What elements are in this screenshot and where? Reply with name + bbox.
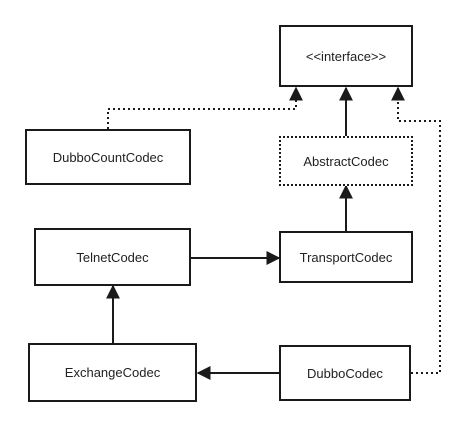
dubbo-count-codec-node: DubboCountCodec <box>25 129 191 185</box>
abstract-codec-node: AbstractCodec <box>279 136 413 186</box>
dubbo-codec-label: DubboCodec <box>307 365 383 381</box>
dubbo-codec-node: DubboCodec <box>279 345 411 401</box>
telnet-codec-label: TelnetCodec <box>76 249 149 265</box>
interface-label: <<interface>> <box>305 48 387 64</box>
edge-dubbocountcodec-interface <box>107 86 303 129</box>
abstract-codec-label: AbstractCodec <box>303 153 389 169</box>
transport-codec-label: TransportCodec <box>299 249 393 265</box>
exchange-codec-node: ExchangeCodec <box>28 343 197 402</box>
transport-codec-node: TransportCodec <box>279 231 413 283</box>
dubbo-count-codec-label: DubboCountCodec <box>52 149 164 165</box>
exchange-codec-label: ExchangeCodec <box>64 365 161 380</box>
telnet-codec-node: TelnetCodec <box>34 228 191 286</box>
edge-dubbocodec-interface <box>391 86 441 374</box>
interface-node: <<interface>> <box>279 25 413 87</box>
